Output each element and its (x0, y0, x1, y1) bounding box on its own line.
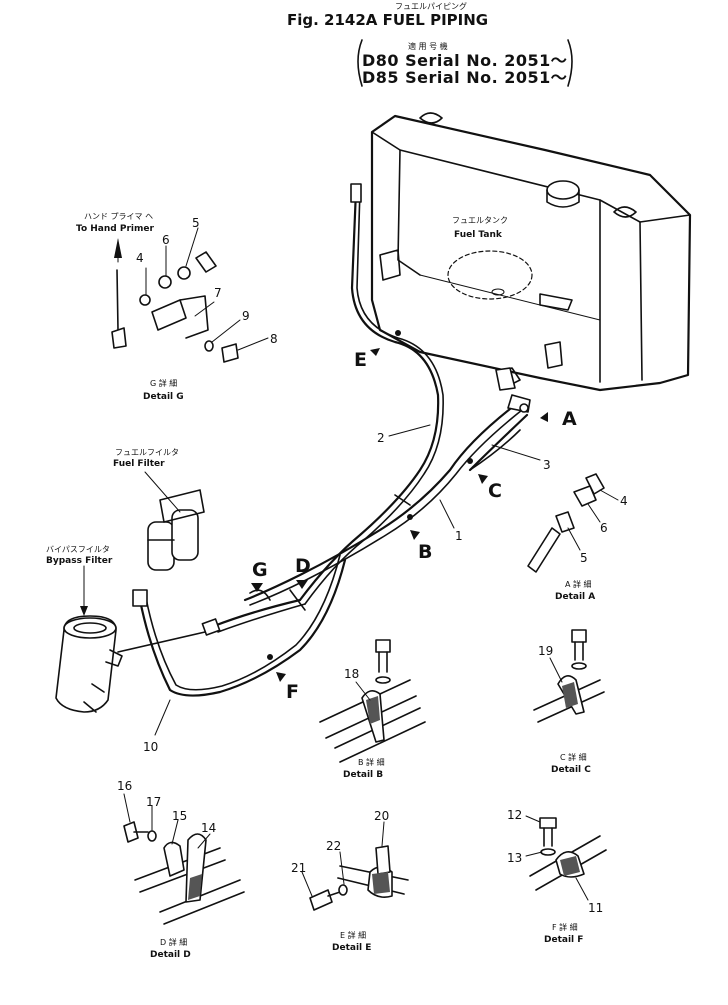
d-part-14: 14 (201, 821, 216, 835)
detail-b-group (319, 639, 426, 763)
detail-e-caption: Detail E (332, 943, 371, 953)
detail-d-jp: D 詳 細 (160, 937, 187, 947)
title-jp: フュエルパイピング (395, 1, 467, 11)
part-10: 10 (143, 740, 158, 754)
detail-c-group (533, 629, 605, 723)
hand-primer-jp: ハンド プライマ ヘ (84, 212, 153, 221)
a-part-6: 6 (600, 521, 608, 535)
part-2: 2 (377, 431, 385, 445)
b-part-18: 18 (344, 667, 359, 681)
arrow-g (251, 583, 263, 592)
detail-g-jp: G 詳 細 (150, 378, 177, 388)
arrow-c (478, 474, 488, 484)
tank-valve-a (495, 367, 531, 413)
f-part-13: 13 (507, 851, 522, 865)
f-part-12: 12 (507, 808, 522, 822)
a-part-5: 5 (580, 551, 588, 565)
fuel-filter (147, 489, 205, 571)
detail-c-jp: C 詳 細 (560, 752, 587, 762)
detail-d-caption: Detail D (150, 950, 191, 960)
figure-title: Fig. 2142A FUEL PIPING (287, 11, 488, 29)
detail-f-caption: Detail F (544, 935, 583, 945)
detail-f-jp: F 詳 細 (552, 922, 578, 932)
arrow-e (370, 348, 380, 356)
arrow-d (296, 580, 308, 589)
e-part-22: 22 (326, 839, 341, 853)
detail-a-caption: Detail A (555, 592, 595, 602)
part-3: 3 (543, 458, 551, 472)
serial-d85: D85 Serial No. 2051～ (362, 68, 567, 87)
fuel-filter-jp: フュエルフイルタ (115, 448, 179, 457)
detail-g-caption: Detail G (143, 392, 184, 402)
view-g: G (252, 559, 268, 581)
d-part-17: 17 (146, 795, 161, 809)
bypass-filter-label: Bypass Filter (46, 556, 113, 566)
detail-a-group (527, 473, 619, 573)
detail-f-group (525, 815, 607, 901)
f-part-11: 11 (588, 901, 603, 915)
detail-d-group (123, 793, 245, 925)
leader-10 (154, 699, 171, 736)
g-part-5: 5 (192, 216, 200, 230)
view-f: F (286, 681, 299, 703)
g-part-9: 9 (242, 309, 250, 323)
hand-primer-label: To Hand Primer (76, 224, 154, 234)
left-bracket (357, 39, 363, 87)
detail-e-group (301, 821, 409, 911)
g-part-7: 7 (214, 286, 222, 300)
leader-1 (439, 499, 455, 529)
view-b: B (418, 541, 432, 563)
bypass-filter-jp: バイパスフイルタ (46, 545, 110, 554)
arrow-f (276, 672, 286, 682)
d-part-15: 15 (172, 809, 187, 823)
right-bracket (567, 39, 573, 87)
detail-b-jp: B 詳 細 (358, 757, 385, 767)
detail-g-group: ハンド プライマ ヘ To Hand Primer (76, 212, 269, 363)
detail-e-jp: E 詳 細 (340, 930, 366, 940)
view-c: C (488, 480, 502, 502)
applicable-jp: 適 用 号 機 (408, 41, 448, 51)
a-part-4: 4 (620, 494, 628, 508)
fuel-filter-leader (144, 471, 181, 513)
arrow-a (540, 412, 548, 422)
detail-c-caption: Detail C (551, 765, 591, 775)
part-1: 1 (455, 529, 463, 543)
e-part-21: 21 (291, 861, 306, 875)
d-part-16: 16 (117, 779, 132, 793)
main-fuel-lines (117, 183, 529, 697)
view-d: D (295, 555, 311, 577)
bypass-filter (55, 615, 123, 713)
serial-d80: D80 Serial No. 2051～ (362, 51, 567, 70)
leader-3 (491, 444, 541, 461)
c-part-19: 19 (538, 644, 553, 658)
leader-2 (388, 424, 431, 437)
view-e: E (354, 349, 367, 371)
g-part-8: 8 (270, 332, 278, 346)
fuel-filter-label: Fuel Filter (113, 459, 165, 469)
detail-b-caption: Detail B (343, 770, 383, 780)
g-part-6: 6 (162, 233, 170, 247)
e-part-20: 20 (374, 809, 389, 823)
bypass-arrowhead (80, 606, 88, 616)
fuel-tank-jp: フュエルタンク (452, 216, 508, 225)
g-part-4: 4 (136, 251, 144, 265)
fuel-tank-label: Fuel Tank (454, 230, 503, 240)
view-a: A (562, 408, 577, 430)
arrow-b (410, 530, 420, 540)
detail-a-jp: A 詳 細 (565, 579, 592, 589)
